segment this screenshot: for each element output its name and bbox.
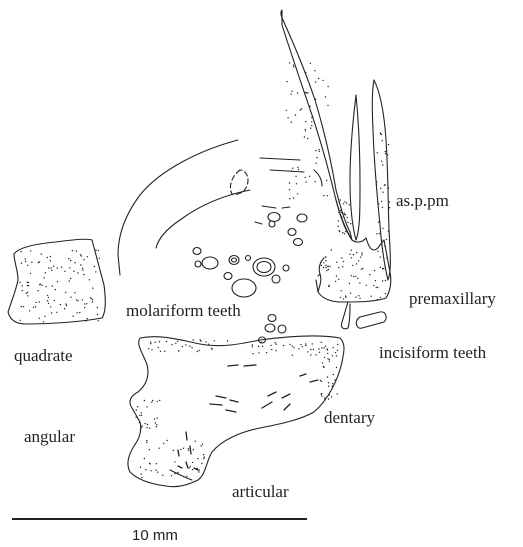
label-articular: articular <box>232 483 289 500</box>
molariform-tooth <box>229 256 239 265</box>
label-dentary: dentary <box>324 409 375 426</box>
jaw-hatch-marks <box>178 365 318 470</box>
skull-roof-arc-right <box>314 170 322 186</box>
skull-roof-arc-outer <box>118 140 238 275</box>
molariform-tooth <box>278 325 286 333</box>
lower-jaw-outline <box>128 336 344 487</box>
molariform-tooth <box>253 258 275 276</box>
molariform-tooth <box>268 315 276 322</box>
scale-bar-label: 10 mm <box>132 528 178 543</box>
molariform-tooth <box>195 261 201 267</box>
molariform-teeth-group <box>193 213 307 344</box>
label-premaxillary: premaxillary <box>409 290 496 307</box>
molariform-tooth <box>268 213 280 222</box>
molariform-tooth <box>257 262 271 273</box>
premaxillary-left-edge <box>316 274 320 292</box>
ascending-process-mid <box>350 95 360 240</box>
molariform-tooth <box>297 214 307 222</box>
molariform-tooth <box>272 275 280 283</box>
molariform-tooth <box>193 248 201 255</box>
molariform-tooth <box>232 258 237 262</box>
label-angular: angular <box>24 428 75 445</box>
molariform-tooth <box>232 279 256 297</box>
label-quadrate: quadrate <box>14 347 73 364</box>
articular-notch <box>170 470 192 480</box>
label-incisiform-teeth: incisiform teeth <box>379 344 486 361</box>
molariform-tooth <box>202 257 218 269</box>
molariform-tooth <box>265 324 275 332</box>
molariform-tooth <box>224 273 232 280</box>
molariform-tooth <box>288 229 296 236</box>
skull-roof-arc-inner <box>156 190 250 248</box>
skull-roof-line-upper <box>260 158 304 172</box>
incisiform-tooth-2 <box>356 312 386 328</box>
quadrate-bone <box>8 239 105 324</box>
molariform-tooth <box>294 239 303 246</box>
molariform-tooth <box>283 265 289 271</box>
molariform-tooth <box>246 256 251 261</box>
incisiform-tooth-1 <box>341 302 350 329</box>
ascending-process-left <box>281 10 352 240</box>
molariform-tooth <box>269 221 275 227</box>
label-as-p-pm: as.p.pm <box>396 192 449 209</box>
label-molariform-teeth: molariform teeth <box>126 302 241 319</box>
